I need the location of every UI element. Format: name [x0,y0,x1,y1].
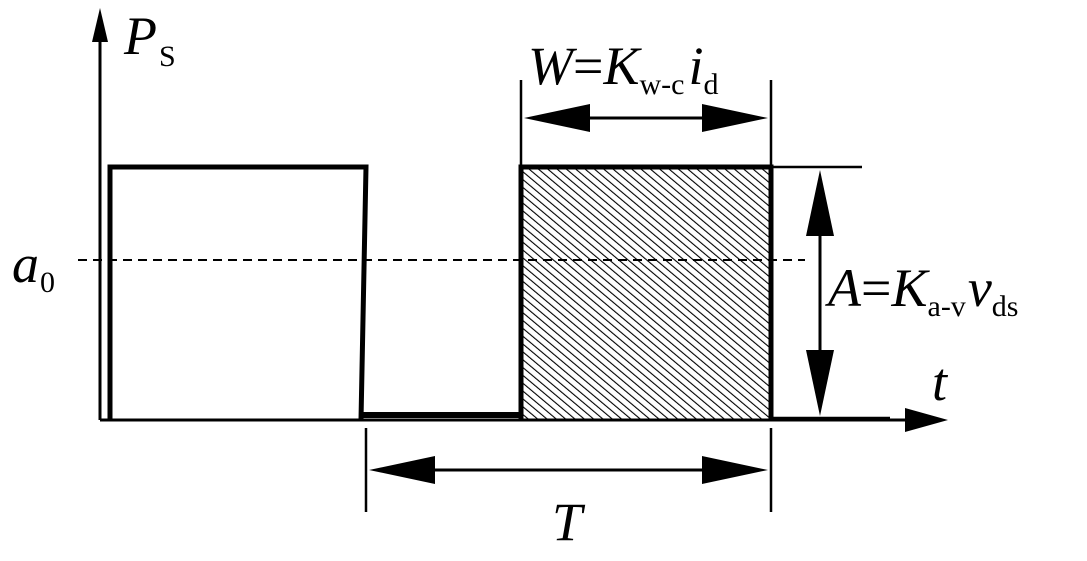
width-arrow-left [524,104,590,132]
t-axis-label: t [932,352,949,412]
width-arrow-right [702,104,768,132]
period-label: T [552,492,586,552]
width-equation: W=Kw-cid [528,36,718,101]
ps-axis-label: PS [123,6,176,73]
y-axis-arrowhead [92,8,108,42]
period-arrow-right [702,456,768,484]
amplitude-arrow-up [806,170,834,236]
amplitude-equation: A=Ka-vvds [825,258,1018,323]
hatched-pulse-fill [521,167,771,420]
second-pulse [518,164,774,420]
amplitude-arrow-down [806,350,834,416]
a0-label: a0 [12,234,55,299]
period-arrow-left [369,456,435,484]
x-axis-arrowhead [905,408,948,432]
first-pulse [107,164,369,421]
